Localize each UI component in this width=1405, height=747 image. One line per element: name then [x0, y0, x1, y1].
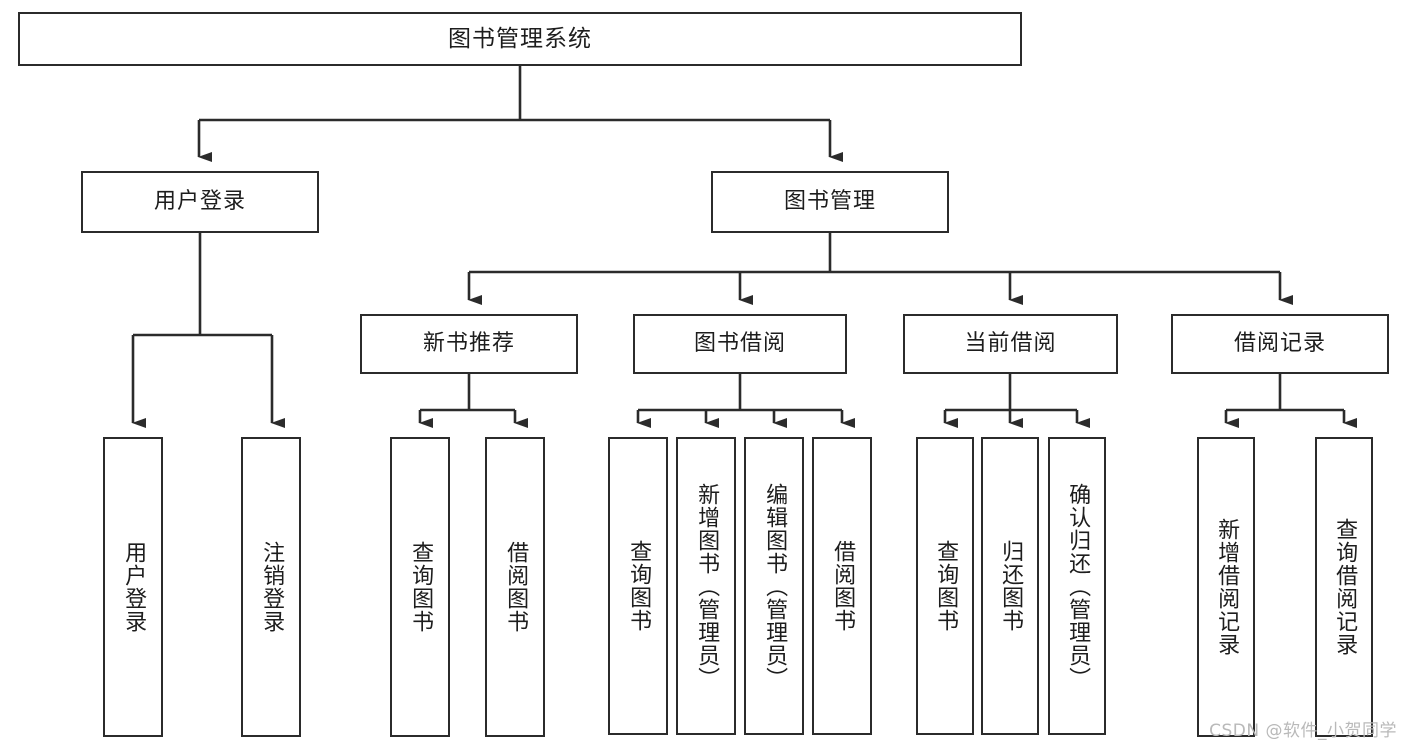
- node-book-manage[interactable]: 图书管理: [711, 171, 949, 233]
- leaf-query-book-3[interactable]: 查询图书: [916, 437, 974, 735]
- leaf-label: 查询图书: [933, 540, 959, 632]
- leaf-label: 新增借阅记录: [1214, 518, 1240, 656]
- leaf-label: 用户登录: [121, 541, 147, 633]
- node-current-borrow[interactable]: 当前借阅: [903, 314, 1118, 374]
- leaf-label: 确认归还（管理员）: [1065, 482, 1091, 690]
- leaf-label: 编辑图书（管理员）: [762, 482, 788, 690]
- leaf-label: 查询借阅记录: [1332, 518, 1358, 656]
- node-book-borrow[interactable]: 图书借阅: [633, 314, 847, 374]
- leaf-borrow-book-1[interactable]: 借阅图书: [485, 437, 545, 737]
- csdn-watermark: CSDN @软件_小贺同学: [1209, 721, 1397, 741]
- leaf-query-record[interactable]: 查询借阅记录: [1315, 437, 1373, 737]
- leaf-label: 归还图书: [998, 540, 1024, 632]
- leaf-logout[interactable]: 注销登录: [241, 437, 301, 737]
- leaf-label: 查询图书: [626, 540, 652, 632]
- leaf-user-login[interactable]: 用户登录: [103, 437, 163, 737]
- leaf-return-book[interactable]: 归还图书: [981, 437, 1039, 735]
- leaf-label: 查询图书: [408, 541, 434, 633]
- leaf-label: 借阅图书: [503, 541, 529, 633]
- node-new-book-rec[interactable]: 新书推荐: [360, 314, 578, 374]
- leaf-confirm-return[interactable]: 确认归还（管理员）: [1048, 437, 1106, 735]
- leaf-label: 借阅图书: [830, 540, 856, 632]
- leaf-label: 新增图书（管理员）: [694, 482, 720, 690]
- node-borrow-record[interactable]: 借阅记录: [1171, 314, 1389, 374]
- leaf-query-book-1[interactable]: 查询图书: [390, 437, 450, 737]
- node-user-login[interactable]: 用户登录: [81, 171, 319, 233]
- leaf-add-book[interactable]: 新增图书（管理员）: [676, 437, 736, 735]
- leaf-add-record[interactable]: 新增借阅记录: [1197, 437, 1255, 737]
- leaf-edit-book[interactable]: 编辑图书（管理员）: [744, 437, 804, 735]
- leaf-label: 注销登录: [259, 541, 285, 633]
- node-root[interactable]: 图书管理系统: [18, 12, 1022, 66]
- leaf-borrow-book-2[interactable]: 借阅图书: [812, 437, 872, 735]
- leaf-query-book-2[interactable]: 查询图书: [608, 437, 668, 735]
